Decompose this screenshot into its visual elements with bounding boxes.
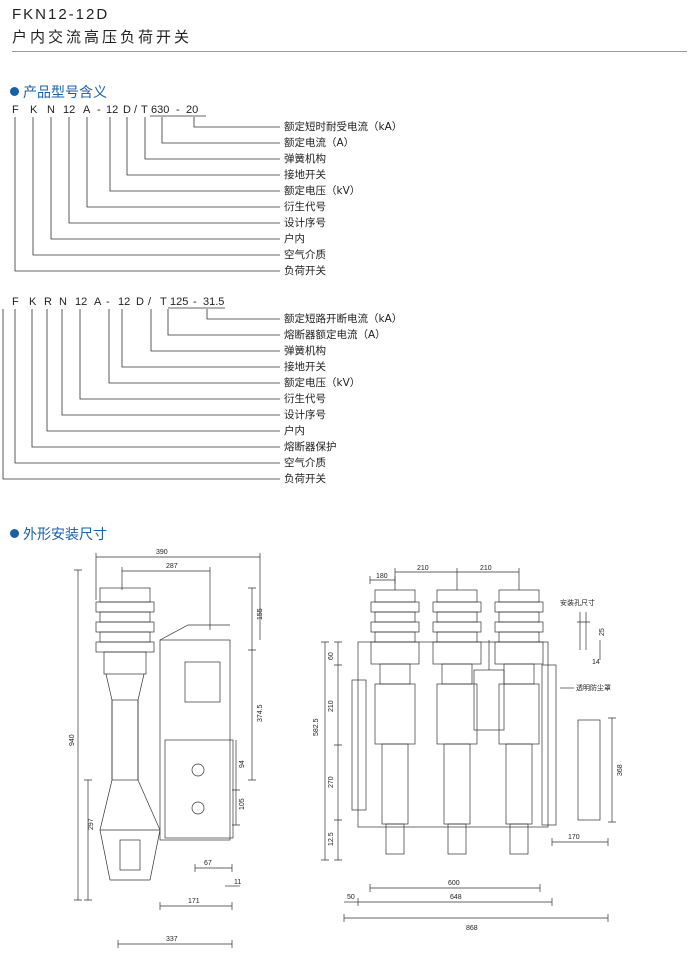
code1-label: 户内 [284, 233, 305, 245]
section-title: 外形安装尺寸 [23, 527, 107, 543]
dim-label: 12.5 [328, 832, 335, 846]
dim-label: 374.5 [257, 704, 264, 722]
code-part: 12 [63, 104, 76, 116]
dim-label: 297 [88, 818, 95, 830]
code-part: N [59, 296, 67, 308]
code2-label: 接地开关 [284, 361, 326, 373]
code1-label: 额定电压（kV） [284, 185, 361, 197]
bullet-icon [10, 529, 19, 538]
dim-label: 582.5 [313, 718, 320, 736]
code-part: 12 [118, 296, 131, 308]
dim-label: 210 [480, 565, 492, 572]
code-part: 12 [106, 104, 119, 116]
dim-label: 155 [257, 608, 264, 620]
code-part: 12 [75, 296, 88, 308]
dim-label: 60 [328, 652, 335, 660]
code-part: 125 [170, 296, 189, 308]
front-view-drawing [321, 568, 616, 922]
code-part: D [136, 296, 144, 308]
code2-label: 负荷开关 [284, 473, 326, 485]
code-part: - [97, 104, 101, 116]
section-dimensions: 外形安装尺寸 [10, 524, 107, 544]
product-name: 户内交流高压负荷开关 [12, 28, 193, 46]
code-part: D [123, 104, 131, 116]
dim-label: 368 [617, 764, 624, 776]
code-part: - [176, 104, 180, 116]
dim-label: 337 [166, 936, 178, 943]
mount-hole-note: 安装孔尺寸 [560, 599, 595, 607]
code-part: K [29, 296, 37, 308]
dim-label: 270 [328, 776, 335, 788]
code-part: A [83, 104, 91, 116]
code-part: / [134, 104, 138, 116]
code2-label: 设计序号 [284, 409, 326, 421]
dim-label: 210 [417, 565, 429, 572]
code-part: - [193, 296, 197, 308]
dim-label: 50 [347, 894, 355, 901]
code-part: 20 [186, 104, 199, 116]
code2-label: 户内 [284, 425, 305, 437]
code-part: - [106, 296, 110, 308]
code2-label: 额定电压（kV） [284, 377, 361, 389]
code-part: R [44, 296, 52, 308]
code1-label: 空气介质 [284, 249, 326, 261]
code-part: A [94, 296, 102, 308]
dim-label: 648 [450, 894, 462, 901]
dim-label: 105 [239, 798, 246, 810]
code-part: T [160, 296, 167, 308]
code-part: T [141, 104, 148, 116]
dim-label: 180 [376, 573, 388, 580]
dim-label: 868 [466, 925, 478, 932]
code-part: 31.5 [203, 296, 225, 308]
dim-label: 67 [204, 860, 212, 867]
code2-label: 熔断器额定电流（A） [284, 329, 386, 341]
code2-label: 弹簧机构 [284, 345, 326, 357]
side-view-drawing [74, 553, 261, 948]
code-part: / [148, 296, 152, 308]
code2-label: 衍生代号 [284, 393, 326, 405]
model-title: FKN12-12D [12, 6, 110, 23]
dim-label: 170 [568, 834, 580, 841]
dim-label: 600 [448, 880, 460, 887]
dim-label: 25 [599, 628, 606, 636]
code2-label: 熔断器保护 [284, 441, 337, 453]
code2-label: 空气介质 [284, 457, 326, 469]
code1-label: 设计序号 [284, 217, 326, 229]
code-part: F [12, 296, 19, 308]
dim-label: 11 [234, 879, 241, 886]
dim-label: 14 [592, 659, 600, 666]
code1-label: 额定短时耐受电流（kA） [284, 121, 403, 133]
dim-label: 940 [69, 734, 76, 746]
code-part: F [12, 104, 19, 116]
code-part: K [30, 104, 38, 116]
code2-label: 额定短路开断电流（kA） [284, 313, 403, 325]
dim-label: 287 [166, 563, 178, 570]
dim-label: 210 [328, 700, 335, 712]
code-part: 630 [151, 104, 170, 116]
dim-label: 390 [156, 549, 168, 556]
dim-label: 94 [239, 760, 246, 768]
code1-label: 额定电流（A） [284, 137, 355, 149]
dim-label: 171 [188, 898, 200, 905]
model-code-leader-lines [2, 115, 280, 480]
section-title: 产品型号含义 [23, 85, 107, 101]
code1-label: 负荷开关 [284, 265, 326, 277]
dust-cover-note: 透明防尘罩 [576, 684, 611, 692]
code1-label: 接地开关 [284, 169, 326, 181]
code1-label: 衍生代号 [284, 201, 326, 213]
header-divider [12, 51, 687, 52]
section-model-meaning: 产品型号含义 [10, 82, 107, 102]
code1-label: 弹簧机构 [284, 153, 326, 165]
code-part: N [47, 104, 55, 116]
bullet-icon [10, 87, 19, 96]
